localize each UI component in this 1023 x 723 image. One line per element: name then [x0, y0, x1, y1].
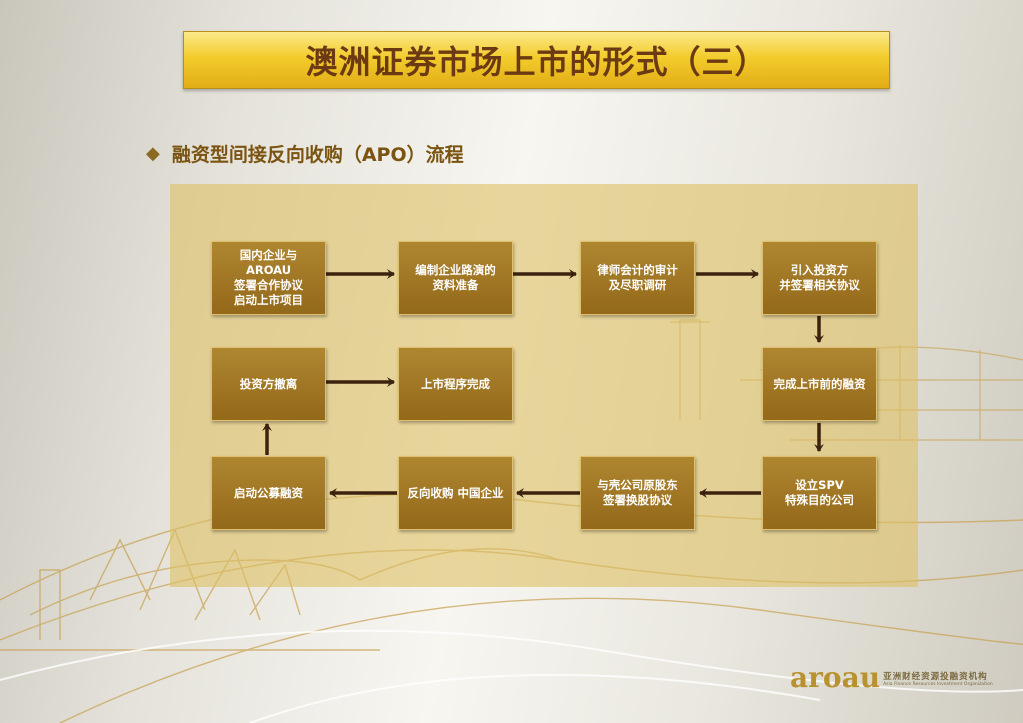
flow-step-audit-due-diligence: 律师会计的审计 及尽职调研 [580, 241, 695, 315]
flow-step-investor-exit: 投资方撤离 [211, 347, 326, 421]
section-heading: ◆ 融资型间接反向收购（APO）流程 [146, 140, 464, 167]
title-banner: 澳洲证券市场上市的形式（三） [183, 31, 890, 89]
logo-chinese-name: 亚洲财经资源投融资机构 [883, 671, 988, 682]
flow-step-introduce-investors: 引入投资方 并签署相关协议 [762, 241, 877, 315]
flow-step-share-swap: 与壳公司原股东 签署换股协议 [580, 456, 695, 530]
diamond-bullet-icon: ◆ [146, 143, 160, 164]
flow-step-pre-ipo-financing: 完成上市前的融资 [762, 347, 877, 421]
section-heading-text: 融资型间接反向收购（APO）流程 [171, 144, 464, 166]
flow-step-roadshow-prep: 编制企业路演的 资料准备 [398, 241, 513, 315]
flow-step-reverse-acquisition: 反向收购 中国企业 [398, 456, 513, 530]
flow-step-listing-complete: 上市程序完成 [398, 347, 513, 421]
flow-step-setup-spv: 设立SPV 特殊目的公司 [762, 456, 877, 530]
logo-text: 亚洲财经资源投融资机构 Asia Finance Resources Inves… [883, 670, 993, 687]
logo-english-name: Asia Finance Resources Investment Organi… [883, 681, 993, 687]
page-title: 澳洲证券市场上市的形式（三） [305, 43, 768, 81]
aroau-logo: aroau 亚洲财经资源投融资机构 Asia Finance Resources… [790, 664, 993, 692]
logo-mark: aroau [790, 661, 881, 694]
flow-step-sign-agreement: 国内企业与 AROAU 签署合作协议 启动上市项目 [211, 241, 326, 315]
flow-step-public-offering: 启动公募融资 [211, 456, 326, 530]
